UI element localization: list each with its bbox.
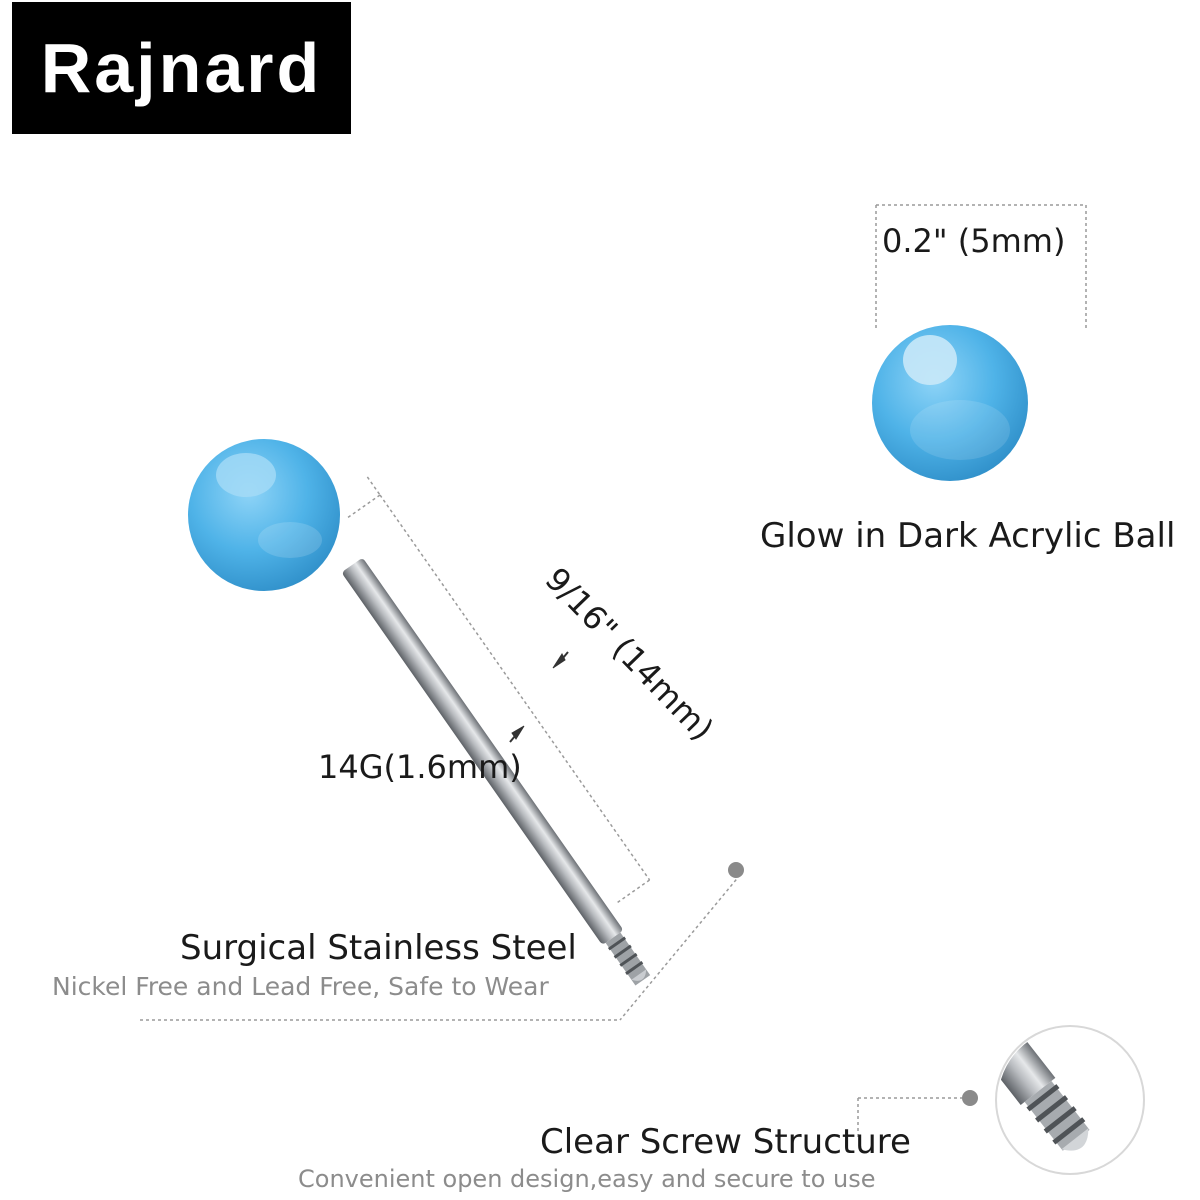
screw-subtitle: Convenient open design,easy and secure t…: [298, 1165, 876, 1193]
barbell: [188, 439, 651, 986]
brand-logo: Rajnard: [12, 2, 351, 134]
ball-size-label: 0.2" (5mm): [882, 222, 1066, 260]
diameter-bracket: [875, 204, 1087, 330]
steel-title: Surgical Stainless Steel: [180, 928, 577, 968]
steel-subtitle: Nickel Free and Lead Free, Safe to Wear: [52, 972, 549, 1001]
callout-dot-icon: [728, 862, 744, 878]
steel-callout-leader: [140, 862, 744, 1021]
screw-title: Clear Screw Structure: [540, 1122, 911, 1162]
acrylic-ball-closeup: [872, 325, 1028, 481]
gauge-label: 14G(1.6mm): [318, 748, 522, 786]
threaded-tip: [605, 932, 651, 986]
ball-caption: Glow in Dark Acrylic Ball: [760, 516, 1176, 556]
dimension-arrow-icon: [509, 651, 569, 743]
screw-zoom-callout: [857, 1025, 1145, 1175]
length-dimension: [346, 476, 651, 904]
brand-name: Rajnard: [40, 29, 323, 107]
